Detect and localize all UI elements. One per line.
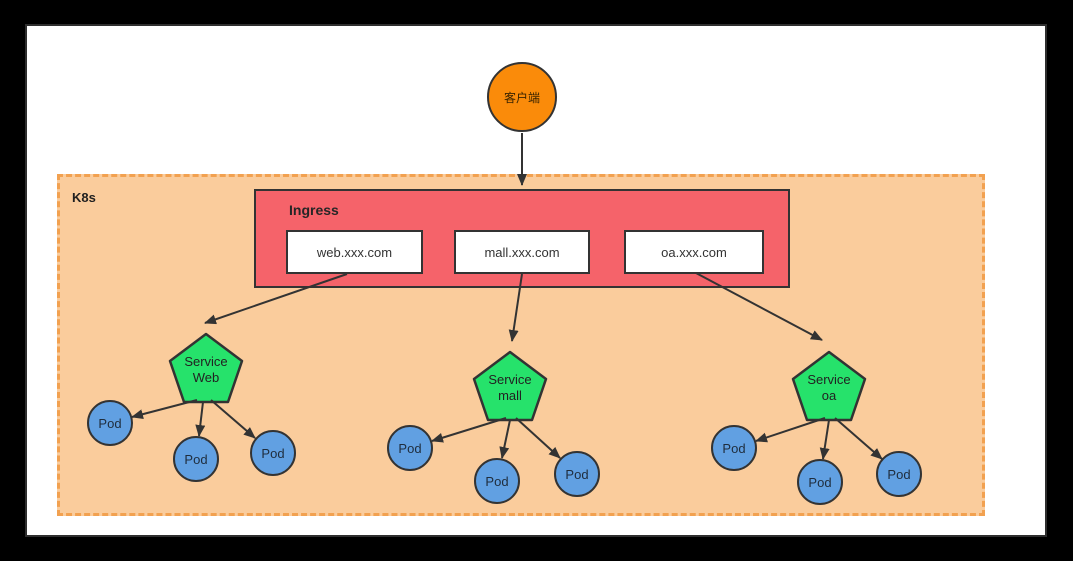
host-box-oa[interactable]: oa.xxx.com	[624, 230, 764, 274]
diagram-canvas: K8s 客户端 Ingress web.xxx.com mall.xxx.com…	[25, 24, 1047, 537]
pod-node[interactable]: Pod	[876, 451, 922, 497]
pod-node[interactable]: Pod	[387, 425, 433, 471]
pod-node[interactable]: Pod	[474, 458, 520, 504]
host-web-label: web.xxx.com	[316, 244, 393, 260]
service-mall-label: Service mall	[488, 372, 532, 403]
client-node[interactable]: 客户端	[487, 62, 557, 132]
ingress-label: Ingress	[289, 202, 339, 218]
host-oa-label: oa.xxx.com	[661, 244, 727, 260]
service-node-mall[interactable]: Service mall	[472, 350, 548, 422]
service-node-oa[interactable]: Service oa	[791, 350, 867, 422]
ingress-box[interactable]: Ingress web.xxx.com mall.xxx.com oa.xxx.…	[254, 189, 790, 288]
pod-node[interactable]: Pod	[797, 459, 843, 505]
pod-node[interactable]: Pod	[250, 430, 296, 476]
pod-node[interactable]: Pod	[173, 436, 219, 482]
k8s-label: K8s	[72, 190, 96, 205]
pod-node[interactable]: Pod	[87, 400, 133, 446]
client-label: 客户端	[503, 90, 540, 105]
service-web-label: Service Web	[184, 354, 228, 385]
pod-node[interactable]: Pod	[554, 451, 600, 497]
service-node-web[interactable]: Service Web	[168, 332, 244, 404]
host-box-web[interactable]: web.xxx.com	[286, 230, 423, 274]
host-mall-label: mall.xxx.com	[484, 244, 560, 260]
service-oa-label: Service oa	[807, 372, 851, 403]
pod-node[interactable]: Pod	[711, 425, 757, 471]
pentagon-shape-icon	[168, 332, 244, 404]
host-box-mall[interactable]: mall.xxx.com	[454, 230, 590, 274]
